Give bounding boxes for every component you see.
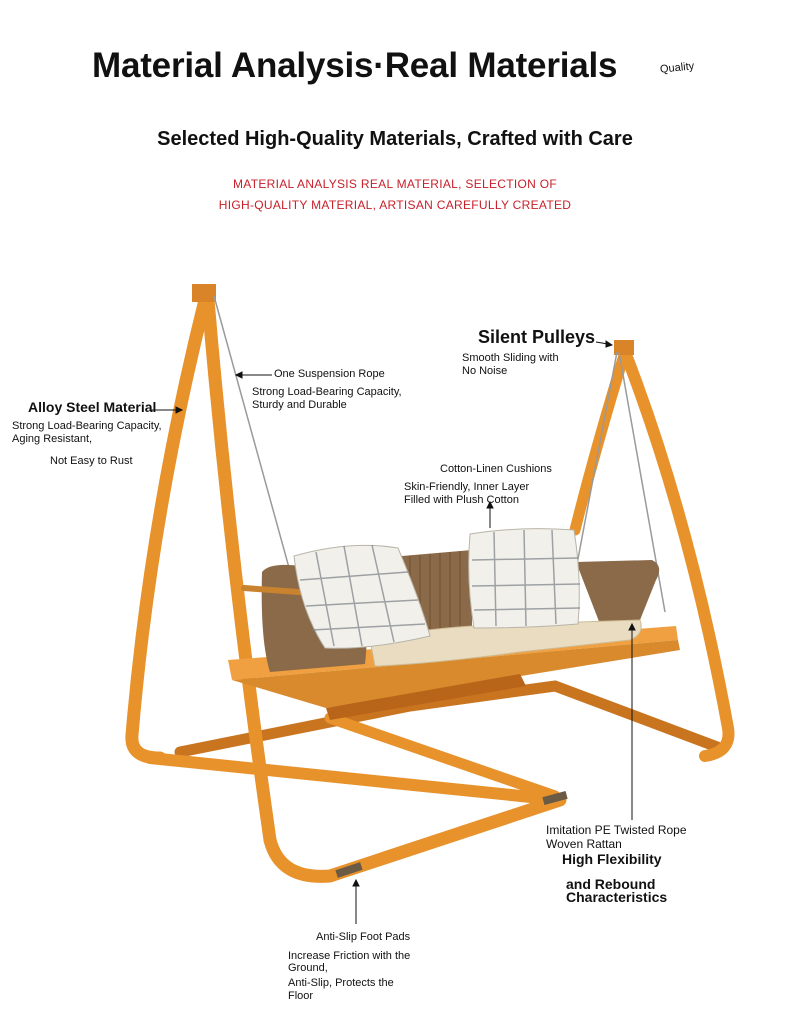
footpads-line-4: Floor <box>288 990 314 1002</box>
plaid-pillow-left <box>293 544 431 649</box>
callout-pointers <box>150 340 636 924</box>
footpads-line-3: Anti-Slip, Protects the <box>288 977 394 989</box>
tagline-line-1: MATERIAL ANALYSIS REAL MATERIAL, SELECTI… <box>232 177 558 191</box>
alloy-line-3: Not Easy to Rust <box>50 455 133 467</box>
alloy-line-1: Strong Load-Bearing Capacity, <box>12 420 162 432</box>
rope-line-1: Strong Load-Bearing Capacity, <box>252 386 402 398</box>
rope-heading: One Suspension Rope <box>274 368 385 380</box>
tagline-line-2: HIGH-QUALITY MATERIAL, ARTISAN CAREFULLY… <box>218 198 572 212</box>
pulleys-line-2: No Noise <box>462 365 508 377</box>
rattan-line-2: Woven Rattan <box>546 837 622 851</box>
cushions-line-2: Filled with Plush Cotton <box>404 494 519 506</box>
alloy-line-2: Aging Resistant, <box>12 433 93 445</box>
footpads-line-2: Ground, <box>288 962 328 974</box>
cushions-line-1: Skin-Friendly, Inner Layer <box>404 481 530 493</box>
plaid-pillow-right <box>468 528 581 629</box>
swing-seat <box>228 550 680 720</box>
rattan-line-5: Characteristics <box>566 889 668 905</box>
rattan-line-4: and Rebound <box>566 876 656 892</box>
pulleys-line-1: Smooth Sliding with <box>462 352 559 364</box>
alloy-heading: Alloy Steel Material <box>28 399 157 415</box>
rattan-line-1: Imitation PE Twisted Rope <box>546 823 687 837</box>
footpads-line-1: Increase Friction with the <box>288 950 411 962</box>
footpads-heading: Anti-Slip Foot Pads <box>316 931 411 943</box>
pulleys-heading: Silent Pulleys <box>478 327 596 347</box>
rope-line-2: Sturdy and Durable <box>252 399 347 411</box>
page-subtitle: Selected High-Quality Materials, Crafted… <box>157 128 633 150</box>
cushions-heading: Cotton-Linen Cushions <box>440 463 552 475</box>
swing-frame <box>125 284 735 883</box>
page-title: Material Analysis·Real Materials <box>92 46 618 85</box>
rattan-line-3: High Flexibility <box>562 851 662 867</box>
